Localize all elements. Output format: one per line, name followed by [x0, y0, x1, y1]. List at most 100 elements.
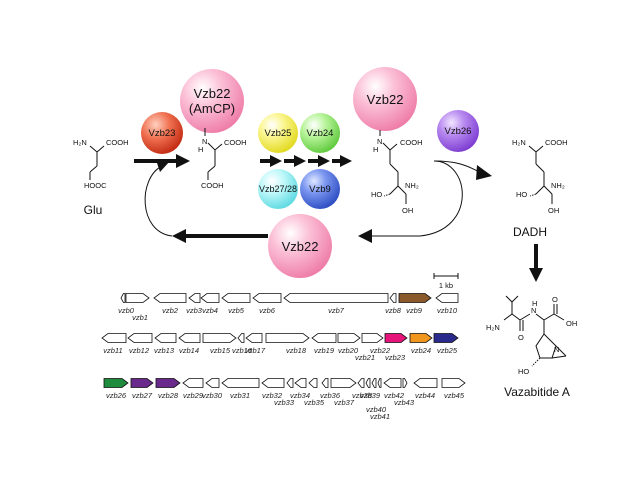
atom-label: COOH	[545, 138, 568, 147]
gene-vzb26	[103, 378, 129, 388]
gene-vzb11	[101, 333, 127, 343]
gene-label-vzb6: vzb6	[259, 306, 276, 315]
gene-vzb40	[371, 378, 377, 388]
enzyme-vzb27-28: Vzb27/28	[258, 169, 298, 209]
gene-label-vzb18: vzb18	[286, 346, 307, 355]
gene-vzb27	[130, 378, 154, 388]
atom-label: N	[531, 306, 536, 315]
gene-vzb41	[377, 378, 382, 388]
gene-label-vzb30: vzb30	[202, 391, 223, 400]
gene-label-vzb44: vzb44	[415, 391, 435, 400]
gene-label-vzb2: vzb2	[162, 306, 179, 315]
gene-label-vzb38: vzb38	[352, 391, 373, 400]
gene-label-vzb31: vzb31	[230, 391, 250, 400]
atom-label: H	[373, 145, 378, 154]
amcp-glu-structure: N H COOH COOH	[198, 128, 247, 190]
gene-label-vzb11: vzb11	[103, 346, 122, 355]
enzyme-label: Vzb27/28	[259, 184, 297, 194]
gene-vzb24	[409, 333, 433, 343]
gene-vzb36	[321, 378, 329, 388]
gene-label-vzb34: vzb34	[290, 391, 310, 400]
enzyme-vzb24: Vzb24	[300, 113, 340, 153]
enzyme-vzb22-middle: Vzb22	[353, 67, 417, 131]
gene-label-vzb14: vzb14	[179, 346, 199, 355]
gene-label-vzb7: vzb7	[328, 306, 345, 315]
enzyme-label: Vzb24	[307, 128, 334, 139]
enzyme-label: Vzb22	[194, 86, 231, 101]
gene-label-vzb1: vzb1	[132, 313, 148, 322]
gene-vzb38	[357, 378, 365, 388]
gene-label-vzb12: vzb12	[129, 346, 150, 355]
arrowhead	[358, 229, 372, 243]
gene-vzb33	[286, 378, 294, 388]
atom-label: NH₂	[551, 181, 565, 190]
gene-vzb25	[433, 333, 459, 343]
gene-label-vzb29: vzb29	[183, 391, 204, 400]
gene-vzb3	[188, 293, 201, 303]
gene-vzb9	[398, 293, 432, 303]
gene-label-vzb9: vzb9	[406, 306, 423, 315]
atom-label: O	[518, 333, 524, 342]
gene-vzb35	[308, 378, 318, 388]
gene-label-vzb3: vzb3	[186, 306, 203, 315]
atom-label: N	[377, 137, 382, 146]
gene-label-vzb10: vzb10	[437, 306, 458, 315]
dadh-label: DADH	[513, 225, 547, 239]
arrow-recycle-right	[370, 160, 463, 237]
enzyme-sublabel: (AmCP)	[189, 101, 235, 116]
gene-vzb20	[337, 333, 361, 343]
gene-label-vzb20: vzb20	[338, 346, 359, 355]
scale-label: 1 kb	[439, 281, 453, 290]
arrowhead	[476, 165, 492, 180]
gene-label-vzb19: vzb19	[314, 346, 335, 355]
arrow-to-dadh	[433, 160, 481, 173]
atom-label: O	[552, 295, 558, 304]
gene-vzb5	[221, 293, 251, 303]
gene-label-vzb32: vzb32	[262, 391, 283, 400]
gene-vzb1	[125, 293, 150, 303]
atom-label: COOH	[201, 181, 224, 190]
atom-label: HO	[516, 190, 527, 199]
atom-label: N	[202, 137, 207, 146]
gene-label-vzb21: vzb21	[355, 353, 375, 362]
product-label: Vazabitide A	[504, 385, 570, 399]
atom-label: HOOC	[84, 181, 107, 190]
gene-vzb22	[384, 333, 408, 343]
atom-label: HO	[371, 190, 382, 199]
atom-label: H	[198, 145, 203, 154]
gene-vzb17	[245, 333, 263, 343]
gene-vzb45	[441, 378, 466, 388]
gene-label-vzb25: vzb25	[437, 346, 458, 355]
gene-vzb19	[311, 333, 337, 343]
atom-label: H₂N	[512, 138, 526, 147]
gene-vzb44	[413, 378, 438, 388]
glu-label: Glu	[84, 203, 103, 217]
enzyme-label: Vzb22	[282, 239, 319, 254]
atom-label: OH	[402, 206, 413, 215]
vazabitide-structure: H₂N O N H O OH N HO Vazabitide A	[486, 295, 577, 399]
gene-label-vzb40: vzb40	[366, 405, 387, 414]
gene-vzb12	[127, 333, 153, 343]
gene-vzb43	[402, 378, 408, 388]
gene-label-vzb37: vzb37	[334, 398, 355, 407]
vzb22-intermediate-structure: N H COOH NH₂ HO OH	[371, 130, 423, 215]
enzyme-vzb9: Vzb9	[300, 169, 340, 209]
gene-vzb4	[200, 293, 220, 303]
gene-label-vzb24: vzb24	[411, 346, 431, 355]
gene-label-vzb26: vzb26	[106, 391, 127, 400]
gene-label-vzb8: vzb8	[385, 306, 402, 315]
gene-vzb28	[155, 378, 181, 388]
enzyme-vzb22-amcp: Vzb22 (AmCP)	[180, 69, 244, 133]
enzyme-vzb25: Vzb25	[258, 113, 298, 153]
gene-label-vzb36: vzb36	[320, 391, 341, 400]
atom-label: H₂N	[73, 138, 87, 147]
scale-bar: 1 kb	[433, 273, 459, 290]
atom-label: COOH	[400, 138, 423, 147]
enzyme-vzb22-bottom: Vzb22	[268, 214, 332, 278]
enzyme-vzb23: Vzb23	[141, 112, 183, 154]
atom-label: N	[554, 345, 559, 354]
arrowhead	[529, 268, 543, 282]
atom-label: H	[532, 299, 537, 308]
